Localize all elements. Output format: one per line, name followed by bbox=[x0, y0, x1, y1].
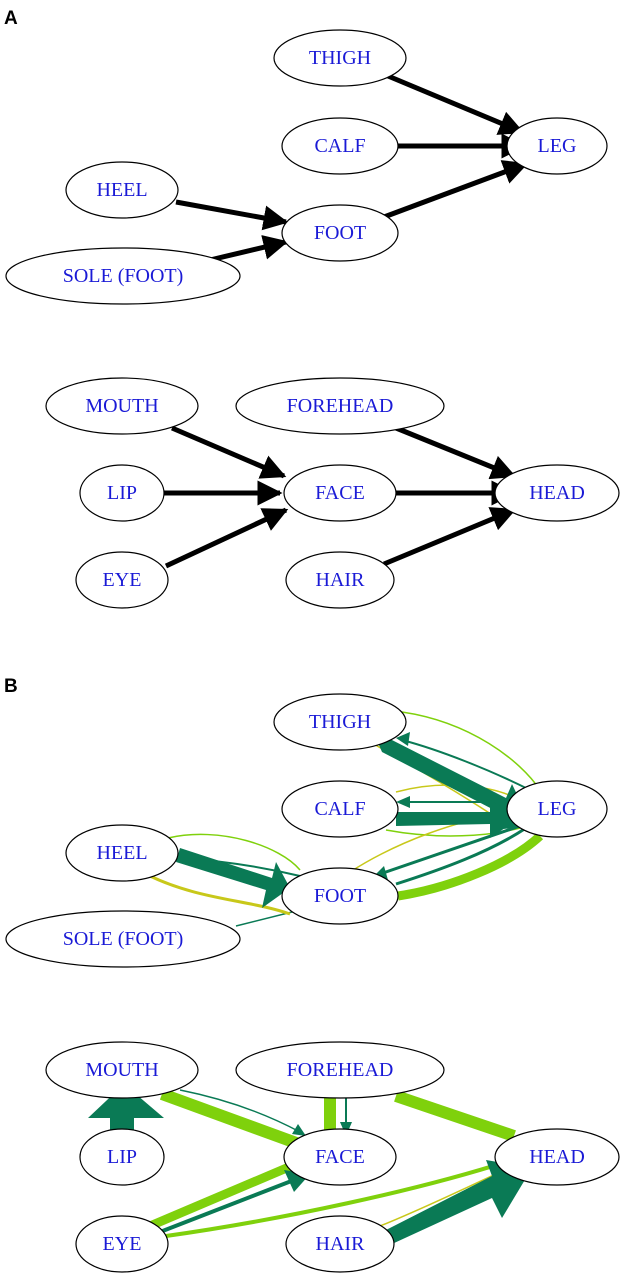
node-calf: CALF bbox=[281, 117, 399, 175]
edge-heel-foot bbox=[175, 199, 289, 231]
node-leg: LEG bbox=[506, 780, 608, 838]
diagram-b-head: MOUTH FOREHEAD LIP FACE HEAD EYE HAIR bbox=[45, 1041, 620, 1273]
edge-mouth-face bbox=[171, 425, 287, 479]
edge-thigh-leg-thin bbox=[401, 711, 541, 791]
node-label: EYE bbox=[103, 1233, 142, 1255]
edge-foot-leg-thick bbox=[397, 832, 544, 901]
node-mouth: MOUTH bbox=[45, 1041, 199, 1099]
node-eye: EYE bbox=[75, 1215, 169, 1273]
edge-mouth-face-light bbox=[159, 1088, 313, 1154]
node-forehead: FOREHEAD bbox=[235, 1041, 445, 1099]
node-label: HEEL bbox=[96, 179, 147, 201]
panel-label-a: A bbox=[4, 8, 18, 29]
node-sole-foot: SOLE (FOOT) bbox=[5, 247, 241, 305]
edge-heel-foot-arc bbox=[167, 833, 301, 871]
edge-forehead-head bbox=[395, 425, 517, 480]
node-label: CALF bbox=[314, 135, 365, 157]
node-lip: LIP bbox=[79, 464, 165, 522]
edge-hair-head bbox=[383, 507, 517, 567]
diagram-b-leg: THIGH CALF LEG HEEL FOOT SOLE (FOOT) bbox=[5, 693, 608, 968]
diagram-a-head: MOUTH FOREHEAD LIP FACE HEAD EYE HAIR bbox=[45, 377, 620, 609]
node-heel: HEEL bbox=[65, 824, 179, 882]
node-label: FACE bbox=[315, 482, 365, 504]
edge-leg-thigh bbox=[401, 739, 531, 791]
edge-foot-leg bbox=[383, 160, 529, 220]
node-leg: LEG bbox=[506, 117, 608, 175]
edge-mouth-face-dark bbox=[179, 1089, 301, 1133]
edges bbox=[162, 425, 517, 569]
node-label: HEAD bbox=[529, 482, 585, 504]
node-label: LIP bbox=[107, 482, 137, 504]
node-eye: EYE bbox=[75, 551, 169, 609]
node-label: FOREHEAD bbox=[287, 1059, 394, 1081]
node-label: EYE bbox=[103, 569, 142, 591]
edge-eye-face-light bbox=[148, 1159, 298, 1231]
node-label: FACE bbox=[315, 1146, 365, 1168]
node-label: MOUTH bbox=[85, 1059, 158, 1081]
edge-foot-leg-dark bbox=[395, 826, 527, 886]
node-label: HEEL bbox=[96, 842, 147, 864]
edge-hair-head-olive bbox=[379, 1171, 501, 1227]
edges bbox=[88, 1084, 532, 1244]
node-label: HAIR bbox=[316, 1233, 366, 1255]
node-label: FOOT bbox=[314, 222, 366, 244]
node-label: MOUTH bbox=[85, 395, 158, 417]
edge-forehead-head bbox=[394, 1090, 516, 1142]
node-label: HAIR bbox=[316, 569, 366, 591]
edges bbox=[149, 711, 544, 927]
node-heel: HEEL bbox=[65, 161, 179, 219]
node-hair: HAIR bbox=[285, 1215, 395, 1273]
edge-eye-face bbox=[164, 507, 289, 569]
node-forehead: FOREHEAD bbox=[235, 377, 445, 435]
edge-leg-foot bbox=[379, 824, 521, 876]
node-label: LEG bbox=[538, 135, 577, 157]
edge-hair-head-thick bbox=[386, 1160, 532, 1244]
edge-sole-foot bbox=[235, 909, 301, 927]
node-label: CALF bbox=[314, 798, 365, 820]
diagram-a-leg: THIGH CALF LEG HEEL FOOT SOLE (FOOT) bbox=[5, 29, 608, 305]
edge-heel-foot-olive bbox=[149, 874, 291, 916]
node-label: SOLE (FOOT) bbox=[63, 928, 184, 950]
node-head: HEAD bbox=[494, 464, 620, 522]
edges bbox=[175, 73, 529, 263]
node-label: HEAD bbox=[529, 1146, 585, 1168]
edge-sole-foot bbox=[209, 235, 289, 263]
node-head: HEAD bbox=[494, 1128, 620, 1186]
node-foot: FOOT bbox=[281, 204, 399, 262]
node-label: FOOT bbox=[314, 885, 366, 907]
node-label: THIGH bbox=[309, 47, 371, 69]
edge-eye-face-dark bbox=[159, 1178, 295, 1234]
node-label: LEG bbox=[538, 798, 577, 820]
node-label: THIGH bbox=[309, 711, 371, 733]
node-thigh: THIGH bbox=[273, 29, 407, 87]
edge-lip-mouth-thick bbox=[88, 1084, 164, 1142]
node-mouth: MOUTH bbox=[45, 377, 199, 435]
panel-label-b: B bbox=[4, 676, 18, 697]
node-hair: HAIR bbox=[285, 551, 395, 609]
node-face: FACE bbox=[283, 464, 397, 522]
node-sole-foot: SOLE (FOOT) bbox=[5, 910, 241, 968]
node-foot: FOOT bbox=[281, 867, 399, 925]
node-thigh: THIGH bbox=[273, 693, 407, 751]
edge-eye-head bbox=[165, 1158, 513, 1238]
node-calf: CALF bbox=[281, 780, 399, 838]
arrowhead-leg-calf bbox=[396, 796, 410, 808]
node-label: FOREHEAD bbox=[287, 395, 394, 417]
edge-heel-foot-thick bbox=[176, 848, 290, 908]
edge-calf-leg-thick bbox=[396, 800, 520, 838]
arrowhead-mouth-face bbox=[292, 1124, 306, 1136]
edge-thigh-leg bbox=[387, 73, 525, 135]
node-label: LIP bbox=[107, 1146, 137, 1168]
node-lip: LIP bbox=[79, 1128, 165, 1186]
arrowhead-leg-thigh bbox=[396, 732, 410, 746]
node-face: FACE bbox=[283, 1128, 397, 1186]
node-label: SOLE (FOOT) bbox=[63, 265, 184, 287]
